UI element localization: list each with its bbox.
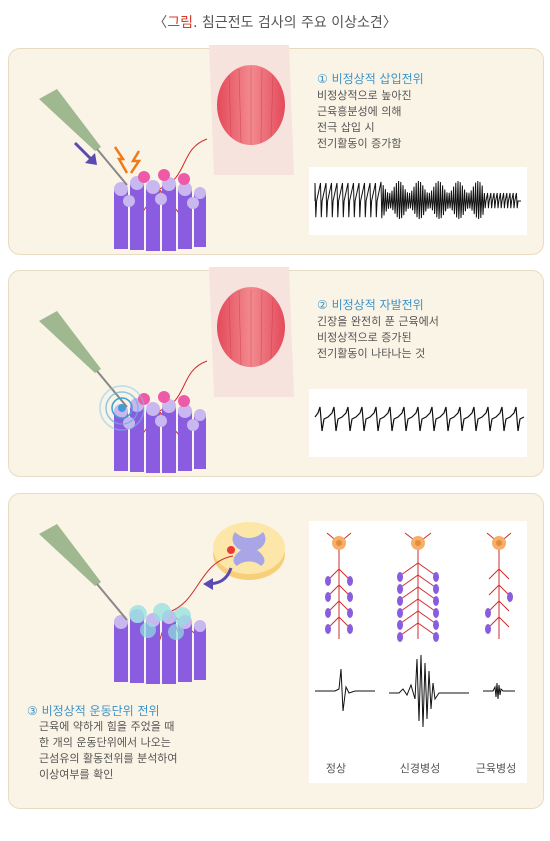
panel1-heading: ① 비정상적 삽입전위 [317, 72, 424, 86]
needle-electrode-icon [39, 524, 128, 621]
normal-mup-waveform [315, 668, 375, 712]
muscle-icon [209, 45, 294, 175]
neuropathic-mup-waveform [389, 654, 469, 728]
muscle-fibers [114, 391, 206, 473]
figure-title: 〈그림. 침근전도 검사의 주요 이상소견〉 [153, 15, 397, 31]
neuron-icon [485, 532, 513, 639]
panel3-heading: ③ 비정상적 운동단위 전위 [27, 704, 160, 718]
spontaneous-waveform-box [309, 389, 527, 457]
spontaneous-waveform [314, 406, 525, 432]
motor-unit-comparison: 정상 신경병성 근육병성 [309, 521, 527, 783]
panel2-heading: ② 비정상적 자발전위 [317, 298, 424, 312]
insertion-waveform [314, 180, 521, 220]
muscle-icon [209, 267, 294, 397]
myopathic-mup-waveform [483, 682, 515, 700]
spinal-cord-icon [213, 522, 285, 580]
caption-normal: 정상 [325, 762, 347, 775]
neuron-icon [325, 532, 353, 639]
lightning-icon [113, 146, 142, 174]
caption-neuropathic: 신경병성 [399, 762, 441, 775]
curved-arrow-icon [203, 567, 233, 590]
needle-electrode-icon [39, 89, 128, 186]
neuron-icon [397, 532, 439, 642]
needle-arrow-icon [73, 141, 97, 165]
figure-label: 그림 [167, 15, 194, 31]
insertion-waveform-box [309, 167, 527, 235]
caption-myopathic: 근육병성 [475, 762, 517, 775]
ripple-icon [99, 385, 145, 431]
muscle-fibers [114, 603, 206, 684]
muscle-fibers [114, 169, 206, 251]
